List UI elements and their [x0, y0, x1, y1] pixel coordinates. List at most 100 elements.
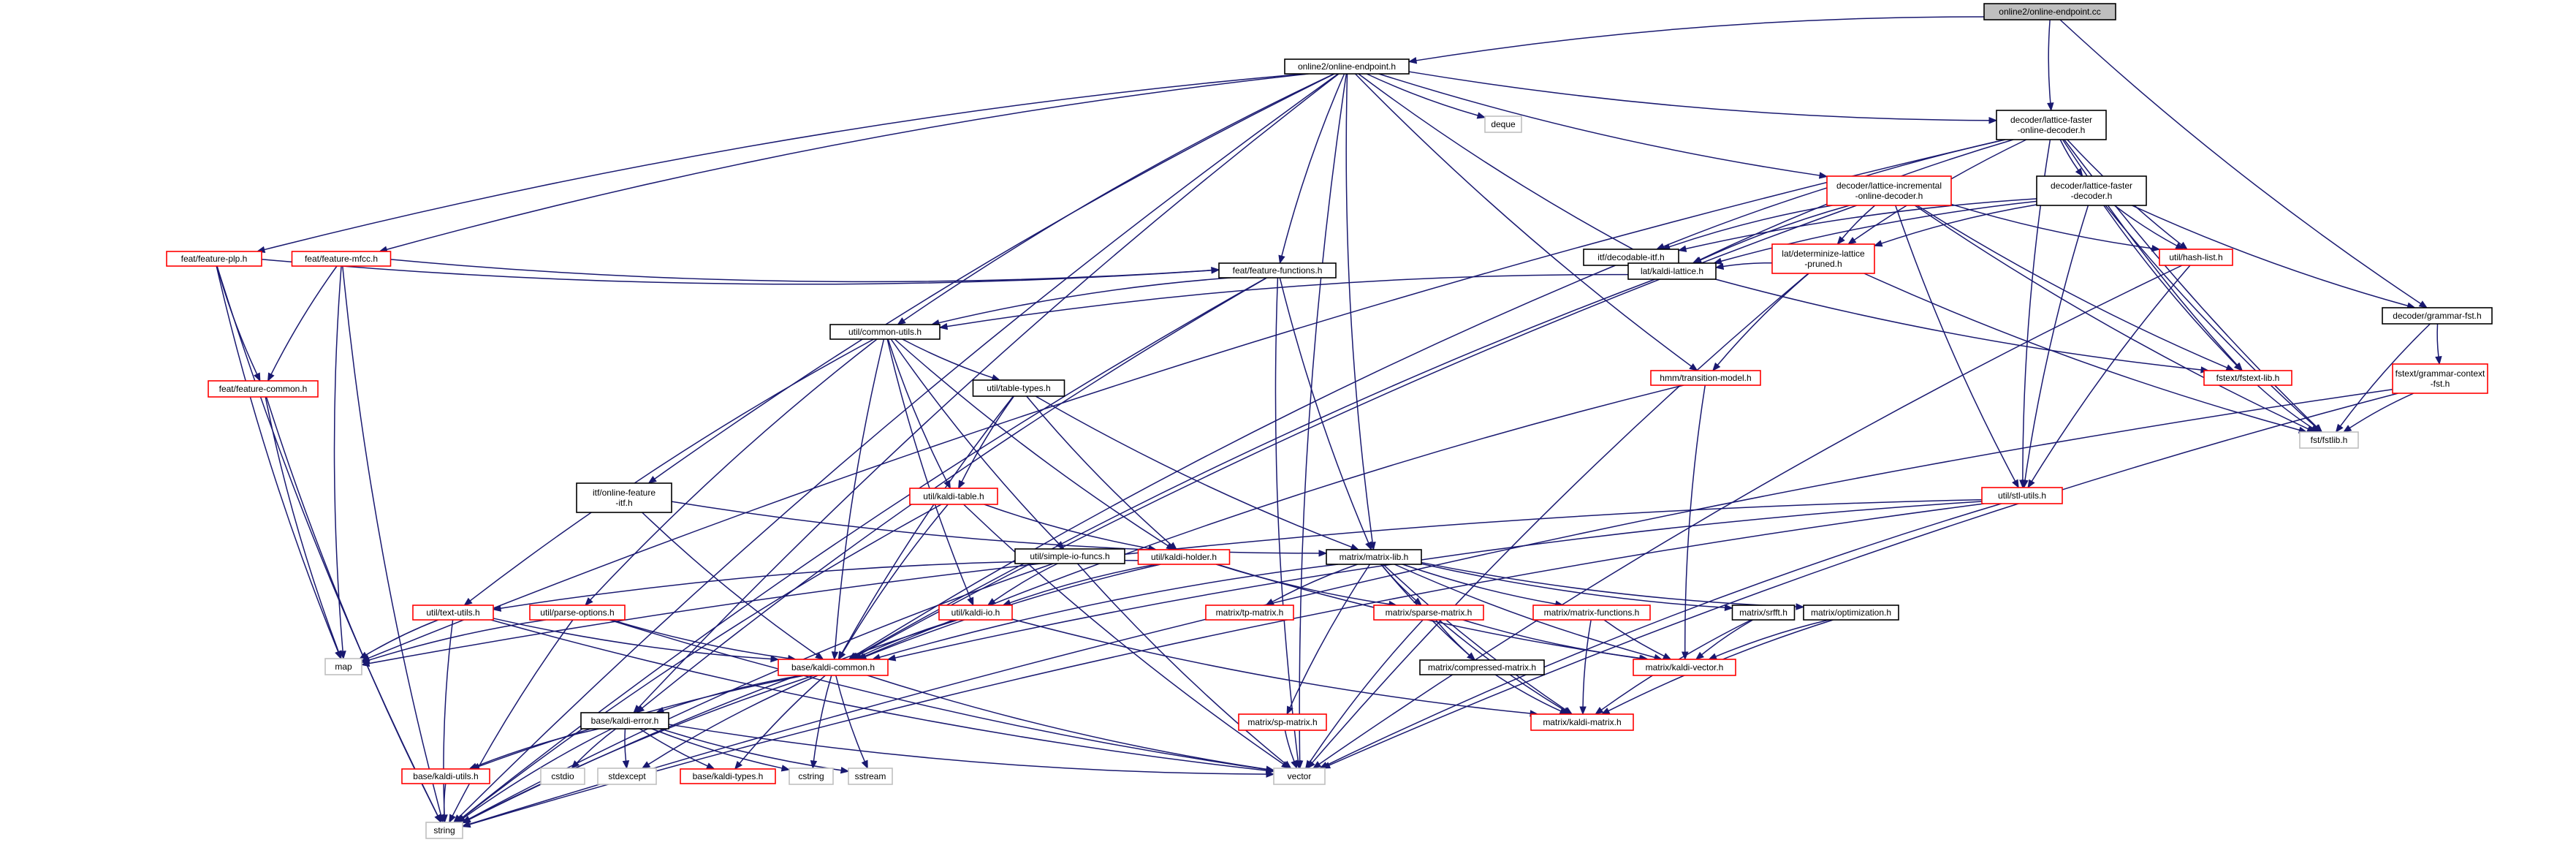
node-deque[interactable]: deque [1484, 115, 1522, 133]
node-srfft[interactable]: matrix/srfft.h [1731, 605, 1796, 621]
node-parse-options[interactable]: util/parse-options.h [529, 605, 626, 621]
edge-gram_ctx-to-fstlib [2342, 393, 2414, 433]
nodes-layer: online2/online-endpoint.cc online2/online… [166, 3, 2493, 839]
node-label: deque [1491, 119, 1516, 129]
edge-stl_utils-to-kaldi_common [886, 501, 1983, 662]
edge-endpoint_h-to-common_utils [897, 73, 1334, 325]
edge-det_lat-to-fstlib [1863, 273, 2308, 433]
edge-kaldi_error-to-string [457, 728, 612, 823]
node-kaldi-io[interactable]: util/kaldi-io.h [938, 605, 1013, 621]
node-matrix-lib[interactable]: matrix/matrix-lib.h [1326, 549, 1422, 565]
edge-feat_mfcc-to-feat_func [390, 259, 1220, 283]
edge-feat_mfcc-to-string [342, 265, 444, 824]
node-decodable-itf[interactable]: itf/decodable-itf.h [1583, 249, 1679, 266]
edge-parse_options-to-map [360, 619, 546, 664]
node-label: cstdio [551, 771, 574, 781]
edge-lid-to-det_lat [1836, 205, 1876, 246]
node-label: map [335, 662, 352, 672]
edge-gram_ctx-to-vector [1321, 393, 2398, 769]
node-kaldi-types[interactable]: base/kaldi-types.h [680, 768, 776, 784]
node-box [166, 251, 262, 267]
node-sstream[interactable]: sstream [848, 768, 893, 785]
node-vector[interactable]: vector [1273, 768, 1326, 785]
edge-endpoint_h-to-feat_plp [256, 73, 1304, 254]
node-feat-func[interactable]: feat/feature-functions.h [1218, 262, 1337, 278]
node-kaldi-utils[interactable]: base/kaldi-utils.h [401, 768, 490, 784]
node-cstdio[interactable]: cstdio [540, 768, 585, 785]
node-kaldi-matrix[interactable]: matrix/kaldi-matrix.h [1530, 713, 1634, 731]
node-hash-list[interactable]: util/hash-list.h [2159, 249, 2233, 266]
node-kaldi-common[interactable]: base/kaldi-common.h [778, 659, 889, 676]
edge-root-to-lfod [2047, 19, 2054, 112]
edge-matrix_lib-to-srfft [1421, 563, 1733, 612]
node-stl-utils[interactable]: util/stl-utils.h [1981, 487, 2063, 504]
node-label: base/kaldi-types.h [693, 771, 764, 781]
node-feat-plp[interactable]: feat/feature-plp.h [166, 251, 262, 267]
edge-feat_func-to-common_utils [930, 277, 1231, 327]
node-optimization[interactable]: matrix/optimization.h [1803, 605, 1899, 621]
node-box [1803, 605, 1899, 621]
edge-det_lat-to-trans_model [1712, 273, 1809, 372]
node-box [1218, 262, 1337, 278]
node-box [1014, 548, 1125, 564]
node-sp-matrix[interactable]: matrix/sp-matrix.h [1238, 713, 1327, 731]
node-endpoint-h[interactable]: online2/online-endpoint.h [1284, 58, 1410, 75]
edge-grammar_fst-to-gram_ctx [2435, 323, 2442, 365]
edge-kaldi_common-to-sstream [835, 675, 868, 770]
node-stdexcept[interactable]: stdexcept [597, 768, 657, 785]
edge-endpoint_h-to-lid [1378, 73, 1828, 179]
node-cstring[interactable]: cstring [789, 768, 834, 785]
node-map[interactable]: map [324, 658, 362, 675]
node-kaldi-lattice[interactable]: lat/kaldi-lattice.h [1627, 262, 1717, 280]
node-kaldi-table[interactable]: util/kaldi-table.h [909, 488, 998, 505]
node-box [1627, 262, 1717, 280]
node-table-types[interactable]: util/table-types.h [972, 379, 1065, 397]
node-feat-mfcc[interactable]: feat/feature-mfcc.h [291, 251, 392, 267]
node-det-lat[interactable]: lat/determinize-lattice-pruned.h [1771, 243, 1875, 274]
node-kaldi-holder[interactable]: util/kaldi-holder.h [1137, 549, 1231, 565]
node-tp-matrix[interactable]: matrix/tp-matrix.h [1205, 605, 1294, 621]
node-label: util/text-utils.h [426, 607, 479, 618]
node-kaldi-vector[interactable]: matrix/kaldi-vector.h [1633, 659, 1736, 676]
node-grammar-fst[interactable]: decoder/grammar-fst.h [2382, 307, 2493, 325]
node-fstlib[interactable]: fst/fstlib.h [2299, 431, 2359, 449]
node-label: decoder/lattice-faster [2051, 181, 2132, 191]
node-trans-model[interactable]: hmm/transition-model.h [1650, 370, 1761, 386]
node-label: util/kaldi-io.h [951, 607, 1000, 618]
node-root[interactable]: online2/online-endpoint.cc [1983, 3, 2116, 20]
node-lid[interactable]: decoder/lattice-incremental-online-decod… [1826, 175, 1952, 206]
node-box [972, 379, 1065, 397]
node-text-utils[interactable]: util/text-utils.h [412, 605, 494, 621]
node-lfd[interactable]: decoder/lattice-faster-decoder.h [2036, 175, 2147, 206]
node-feat-common[interactable]: feat/feature-common.h [208, 380, 319, 398]
node-fstext-lib[interactable]: fstext/fstext-lib.h [2203, 370, 2292, 386]
edge-lfd-to-fstext_lib [2103, 205, 2243, 371]
node-box [2203, 370, 2292, 386]
node-box [1996, 110, 2107, 140]
node-gram-ctx[interactable]: fstext/grammar-context-fst.h [2392, 363, 2488, 394]
edge-common_utils-to-parse_options [585, 338, 878, 606]
edges-layer [216, 16, 2442, 828]
node-online-feat-itf[interactable]: itf/online-feature-itf.h [576, 482, 672, 513]
node-compressed-matrix[interactable]: matrix/compressed-matrix.h [1419, 659, 1545, 675]
node-matrix-functions[interactable]: matrix/matrix-functions.h [1532, 605, 1651, 621]
node-box [680, 768, 776, 784]
edge-parse_options-to-kaldi_common [611, 619, 797, 662]
edge-kaldi_common-to-cstring [810, 675, 832, 770]
edge-endpoint_h-to-deque [1366, 73, 1486, 119]
node-sparse-matrix[interactable]: matrix/sparse-matrix.h [1373, 605, 1484, 621]
node-label: feat/feature-functions.h [1233, 265, 1323, 276]
node-common-utils[interactable]: util/common-utils.h [829, 324, 941, 340]
edge-fstext_lib-to-fstlib [2257, 384, 2319, 433]
node-box [1731, 605, 1796, 621]
edge-compressed_matrix-to-kaldi_matrix [1494, 674, 1569, 715]
node-string[interactable]: string [425, 822, 463, 839]
node-lfod[interactable]: decoder/lattice-faster-online-decoder.h [1996, 110, 2107, 140]
node-simple-io[interactable]: util/simple-io-funcs.h [1014, 548, 1125, 564]
edge-table_types-to-kaldi_table [958, 395, 1014, 490]
node-box [1633, 659, 1736, 676]
node-kaldi-error[interactable]: base/kaldi-error.h [580, 712, 669, 730]
edge-common_utils-to-text_utils [463, 338, 874, 606]
edge-feat_common-to-string [265, 396, 442, 824]
node-label: online2/online-endpoint.h [1298, 61, 1396, 72]
